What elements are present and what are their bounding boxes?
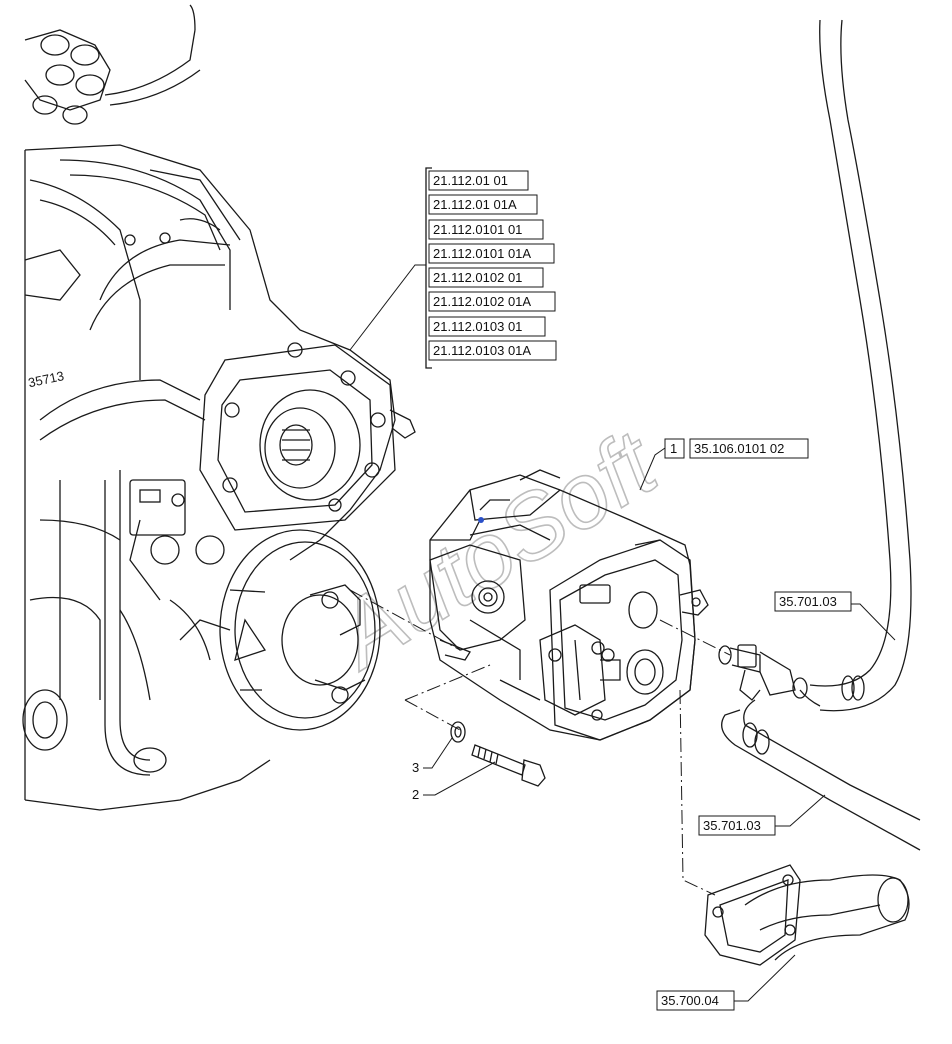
ref-link-label: 35.106.0101 02 (694, 441, 784, 456)
ref-link-label: 21.112.01 01A (433, 197, 517, 212)
ref-link-label: 21.112.0101 01A (433, 246, 531, 261)
item-2-label: 2 (412, 787, 419, 802)
alignment-lines (349, 589, 731, 896)
ref-link-label: 21.112.0102 01A (433, 294, 531, 309)
hose-and-fittings-drawing (704, 19, 921, 966)
callout-item-2: 2 (412, 761, 496, 802)
ref-link-35-701-03-upper[interactable]: 35.701.03 (774, 591, 852, 612)
bolt-and-washer-drawing (450, 721, 546, 787)
ref-link-21-112-0102-01[interactable]: 21.112.0102 01 (428, 267, 544, 288)
ref-link-label: 21.112.01 01 (433, 173, 508, 188)
ref-link-21-112-0101-01[interactable]: 21.112.0101 01 (428, 219, 544, 240)
callout-elbow: 35.700.04 (656, 954, 796, 1011)
callout-hose-upper: 35.701.03 (774, 591, 896, 641)
ref-link-label: 21.112.0103 01 (433, 319, 522, 334)
ref-link-21-112-01-01[interactable]: 21.112.01 01 (428, 170, 529, 191)
callout-item-3: 3 (412, 737, 453, 775)
engine-marking: 35713 (27, 368, 65, 390)
ref-link-21-112-01-01a[interactable]: 21.112.01 01A (428, 194, 538, 215)
ref-link-label: 21.112.0101 01 (433, 222, 522, 237)
ref-link-21-112-0103-01a[interactable]: 21.112.0103 01A (428, 340, 557, 361)
ref-link-21-112-0102-01a[interactable]: 21.112.0102 01A (428, 291, 556, 312)
watermark: AutoSoft (315, 411, 675, 689)
ref-link-label: 35.700.04 (661, 993, 719, 1008)
hydraulic-pump-drawing (429, 469, 709, 741)
ref-link-label: 35.701.03 (703, 818, 761, 833)
part-number-badge[interactable]: 1 (664, 438, 685, 459)
reference-list: 21.112.01 01 21.112.01 01A 21.112.0101 0… (349, 167, 557, 369)
ref-link-21-112-0103-01[interactable]: 21.112.0103 01 (428, 316, 546, 337)
pump-sensor-marker (478, 517, 484, 523)
item-3-label: 3 (412, 760, 419, 775)
ref-link-35-701-03-lower[interactable]: 35.701.03 (698, 815, 776, 836)
transmission-housing-drawing (22, 4, 416, 811)
ref-link-35-106-0101-02[interactable]: 35.106.0101 02 (689, 438, 809, 459)
ref-link-label: 35.701.03 (779, 594, 837, 609)
callout-part-1: 1 35.106.0101 02 (639, 438, 809, 491)
ref-link-35-700-04[interactable]: 35.700.04 (656, 990, 735, 1011)
callout-hose-lower: 35.701.03 (698, 794, 826, 836)
ref-link-label: 21.112.0102 01 (433, 270, 522, 285)
ref-link-label: 21.112.0103 01A (433, 343, 531, 358)
part-number-label: 1 (670, 441, 677, 456)
ref-link-21-112-0101-01a[interactable]: 21.112.0101 01A (428, 243, 555, 264)
